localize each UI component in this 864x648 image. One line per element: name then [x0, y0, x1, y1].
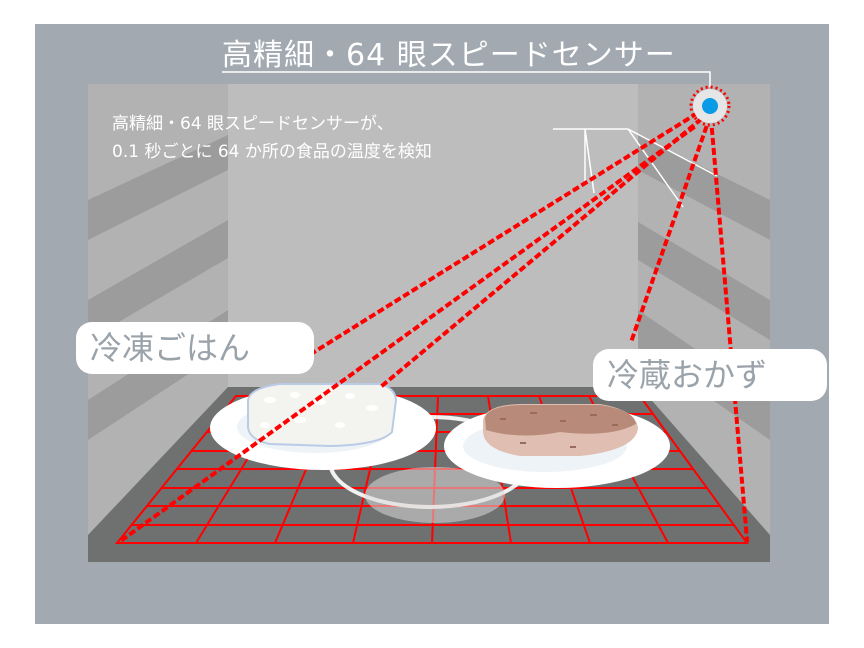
- title-leader-line: [222, 71, 711, 87]
- label-frozen-rice: 冷凍ごはん: [76, 322, 314, 374]
- wall-stripe: [88, 220, 228, 340]
- sensor-caption: 高精細・64 眼スピードセンサーが、 0.1 秒ごとに 64 か所の食品の温度を…: [112, 110, 432, 166]
- wall-stripe: [638, 222, 770, 340]
- sensor-beams: [119, 111, 750, 543]
- frozen-rice-plate: [210, 383, 436, 470]
- wall-stripe: [638, 135, 770, 240]
- turntable-plate: [365, 467, 505, 523]
- wall-stripe: [88, 135, 228, 240]
- caption-line-1: 高精細・64 眼スピードセンサーが、: [112, 114, 394, 134]
- caption-leader-lines: [553, 128, 718, 208]
- diagram-title: 高精細・64 眼スピードセンサー: [222, 38, 676, 73]
- caption-line-2: 0.1 秒ごとに 64 か所の食品の温度を検知: [112, 142, 432, 162]
- chilled-side-dish-plate: [444, 404, 670, 488]
- label-chilled-side-dish: 冷蔵おかず: [593, 349, 827, 401]
- sensor-icon: [689, 85, 731, 127]
